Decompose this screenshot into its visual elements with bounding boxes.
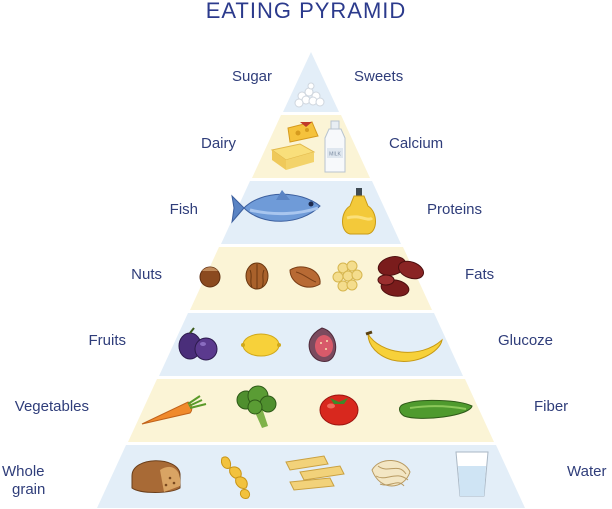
hazelnut-icon (199, 266, 221, 288)
label-nuts: Nuts (131, 266, 162, 283)
label-fiber: Fiber (534, 398, 569, 415)
label-fish: Fish (169, 201, 198, 218)
pasta-icon (221, 456, 251, 499)
noodles-icon (371, 460, 411, 487)
almond-icon (289, 266, 321, 288)
cucumber-icon (399, 399, 473, 419)
sugar-icon (294, 82, 325, 108)
plum-icon (178, 327, 218, 361)
fish-icon (231, 190, 321, 224)
water-glass-icon (455, 451, 489, 497)
pyramid-band-vegetables (128, 379, 494, 442)
label-water: Water (567, 463, 607, 480)
label-vegetables: Vegetables (14, 398, 89, 415)
label-fruits: Fruits (88, 332, 127, 349)
milk-label: MILK (329, 152, 341, 158)
label-calcium: Calcium (389, 135, 444, 152)
broccoli-icon (236, 385, 277, 428)
page-title: EATING PYRAMID (205, 0, 407, 23)
bread-icon (131, 460, 181, 493)
carrot-icon (141, 395, 207, 425)
lemon-icon (241, 333, 281, 357)
beans-icon (377, 256, 425, 297)
label-grain: grain (12, 481, 46, 498)
label-sugar: Sugar (231, 68, 272, 85)
pyramid-band-sugar (283, 52, 339, 112)
tomato-icon (319, 394, 359, 426)
label-fats: Fats (465, 266, 495, 283)
label-whole-grain: Whole grain (2, 463, 62, 499)
milk-bottle-icon: MILK (324, 120, 346, 173)
butter-icon (270, 143, 316, 170)
label-dairy: Dairy (200, 135, 236, 152)
label-proteins: Proteins (427, 201, 483, 218)
fig-icon (308, 327, 337, 362)
chickpeas-icon (332, 260, 363, 292)
label-glucoze: Glucoze (498, 332, 554, 349)
label-whole: Whole (2, 463, 45, 480)
label-sweets: Sweets (354, 68, 404, 85)
penne-icon (285, 455, 345, 491)
oil-bottle-icon (342, 188, 376, 235)
cheese-icon (287, 121, 319, 143)
walnut-icon (245, 262, 269, 290)
banana-icon (365, 330, 443, 362)
